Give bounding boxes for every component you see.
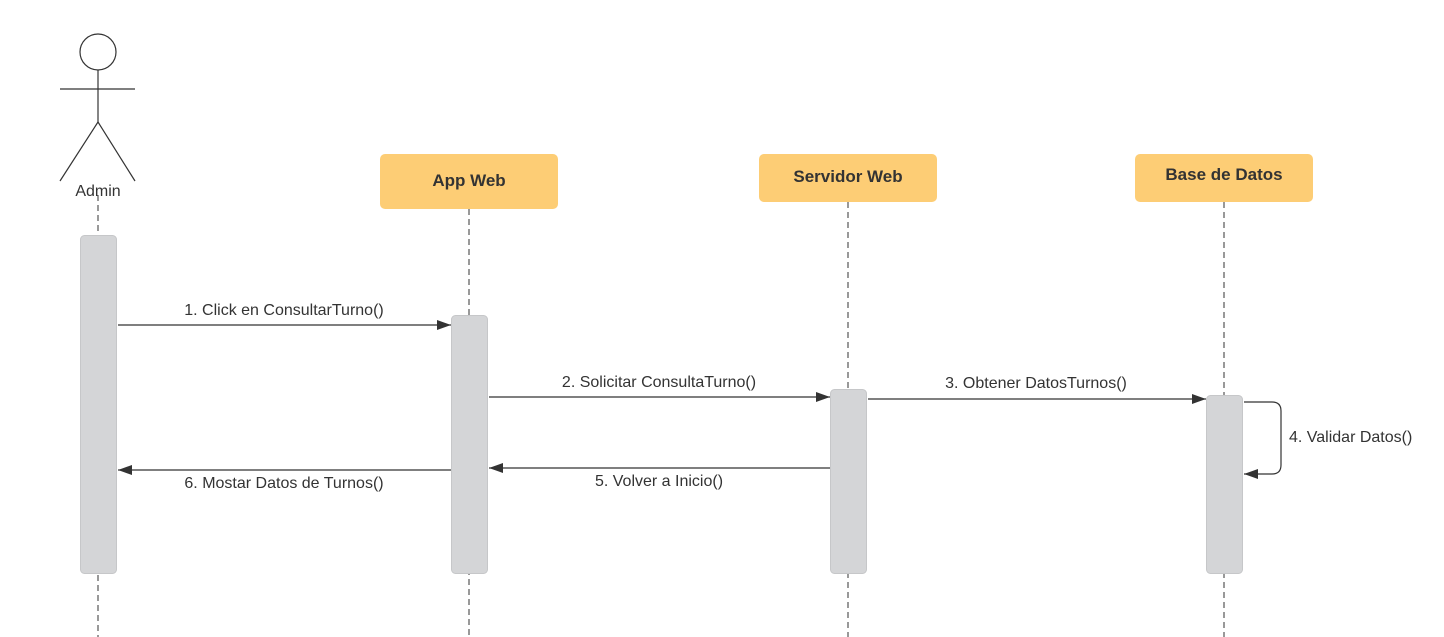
- message-6[interactable]: 6. Mostar Datos de Turnos(): [118, 465, 451, 492]
- message-arrow: [1244, 401, 1282, 479]
- participant-label: App Web: [432, 171, 505, 190]
- actor-left-leg: [59, 121, 99, 182]
- activation-admin: [80, 235, 117, 574]
- participant-app[interactable]: App Web: [380, 154, 558, 209]
- actor-label: Admin: [75, 183, 120, 200]
- participant-server[interactable]: Servidor Web: [759, 154, 937, 202]
- activation-app: [451, 315, 488, 574]
- message-5[interactable]: 5. Volver a Inicio(): [489, 463, 830, 490]
- participant-box: [1135, 154, 1313, 202]
- message-3[interactable]: 3. Obtener DatosTurnos(): [868, 375, 1206, 404]
- message-4[interactable]: 4. Validar Datos(): [1244, 401, 1412, 479]
- participant-db[interactable]: Base de Datos: [1135, 154, 1313, 202]
- actor-admin[interactable]: Admin: [59, 33, 136, 200]
- participant-label: Base de Datos: [1165, 165, 1282, 184]
- participant-box: [759, 154, 937, 202]
- message-label: 5. Volver a Inicio(): [595, 473, 723, 490]
- participant-box: [380, 154, 558, 209]
- message-1[interactable]: 1. Click en ConsultarTurno(): [118, 302, 451, 330]
- message-label: 2. Solicitar ConsultaTurno(): [562, 374, 756, 391]
- message-label: 4. Validar Datos(): [1289, 429, 1412, 446]
- message-label: 1. Click en ConsultarTurno(): [184, 302, 383, 319]
- activation-db: [1206, 395, 1243, 574]
- actor-right-leg: [97, 121, 136, 182]
- message-label: 3. Obtener DatosTurnos(): [945, 375, 1127, 392]
- message-2[interactable]: 2. Solicitar ConsultaTurno(): [489, 374, 830, 402]
- actor-head-icon: [79, 33, 117, 71]
- message-label: 6. Mostar Datos de Turnos(): [184, 475, 383, 492]
- participant-label: Servidor Web: [793, 167, 902, 186]
- activation-server: [830, 389, 867, 574]
